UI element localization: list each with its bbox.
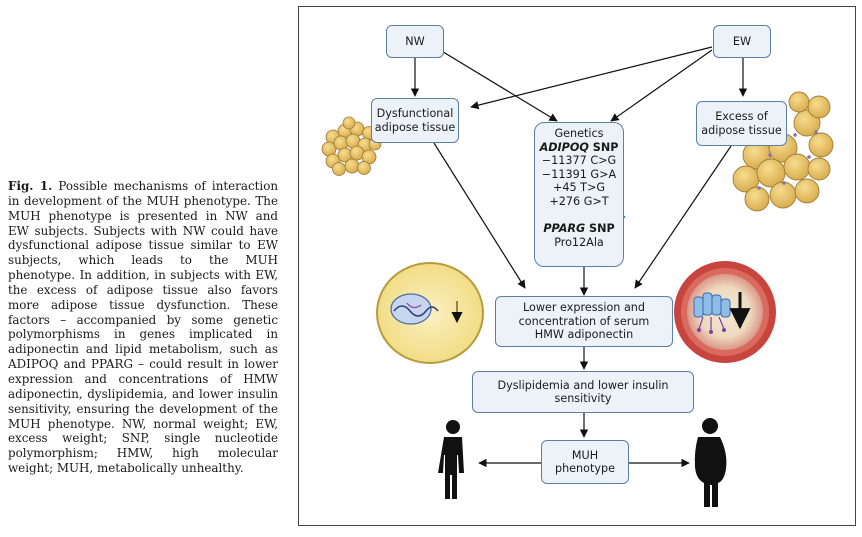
dysfunctional-label-line1: Dysfunctional xyxy=(376,107,454,120)
genetics-box: Genetics ADIPOQ SNP −11377 C>G −11391 G>… xyxy=(534,122,624,267)
caption-text: Possible mechanisms of interaction in de… xyxy=(8,179,279,476)
muh-line2: phenotype xyxy=(554,462,615,475)
pparg-suffix: SNP xyxy=(585,222,615,235)
pparg-gene: PPARG xyxy=(543,222,586,235)
dyslipidemia-box: Dyslipidemia and lower insulin sensitivi… xyxy=(472,371,694,413)
figure-caption: Fig. 1. Possible mechanisms of interacti… xyxy=(8,179,278,476)
dysfunctional-adipose-box: Dysfunctional adipose tissue xyxy=(371,98,459,143)
figure-label: Fig. 1. xyxy=(8,179,53,193)
arrow-ew-to-dysfunctional xyxy=(470,46,713,110)
dyslipidemia-line2: sensitivity xyxy=(554,392,612,405)
ew-box: EW xyxy=(713,25,771,58)
diagram-panel: NW EW Dysfunctional adipose tissue Exces… xyxy=(298,6,856,526)
muh-line1: MUH xyxy=(571,448,599,462)
dyslipidemia-line1: Dyslipidemia and lower insulin xyxy=(497,378,669,392)
lower-expression-line3: HMW adiponectin xyxy=(534,328,634,342)
excess-weight-person-icon xyxy=(694,418,727,507)
ew-label: EW xyxy=(732,34,752,48)
snp-1: −11377 C>G xyxy=(541,154,617,167)
excess-label-line1: Excess of xyxy=(715,110,768,123)
arrow-dysfunctional-to-expression xyxy=(433,142,526,289)
blood-vessel-image xyxy=(674,261,776,363)
genetics-title: Genetics xyxy=(554,127,604,140)
adipocyte-cell-image xyxy=(376,262,484,364)
pparg-snp-heading: PPARG SNP xyxy=(543,222,614,236)
excess-label-line2: adipose tissue xyxy=(701,123,782,137)
arrow-ew-to-genetics xyxy=(610,49,713,122)
lower-expression-box: Lower expression and concentration of se… xyxy=(495,296,673,347)
normal-weight-person-icon xyxy=(438,420,464,499)
connector-arrows xyxy=(410,46,748,468)
snp-4: +276 G>T xyxy=(549,194,609,208)
dysfunctional-label-line2: adipose tissue xyxy=(374,120,456,134)
muh-phenotype-box: MUH phenotype xyxy=(541,440,629,484)
pparg-variant: Pro12Ala xyxy=(554,235,604,249)
large-adipocyte-cluster-image xyxy=(732,91,834,212)
lower-expression-line1: Lower expression and xyxy=(522,301,646,315)
arrow-excess-to-expression xyxy=(634,145,732,289)
arrow-nw-to-genetics xyxy=(434,46,558,122)
snp-2: −11391 G>A xyxy=(541,167,617,181)
nw-label: NW xyxy=(405,34,425,48)
snp-3: +45 T>G xyxy=(552,181,606,194)
adipoq-gene: ADIPOQ xyxy=(539,140,589,154)
excess-adipose-box: Excess of adipose tissue xyxy=(696,101,787,146)
adipoq-snp-heading: ADIPOQ SNP xyxy=(540,141,619,155)
nw-box: NW xyxy=(386,25,444,58)
adipoq-suffix: SNP xyxy=(588,140,619,154)
lower-expression-line2: concentration of serum xyxy=(518,314,650,328)
